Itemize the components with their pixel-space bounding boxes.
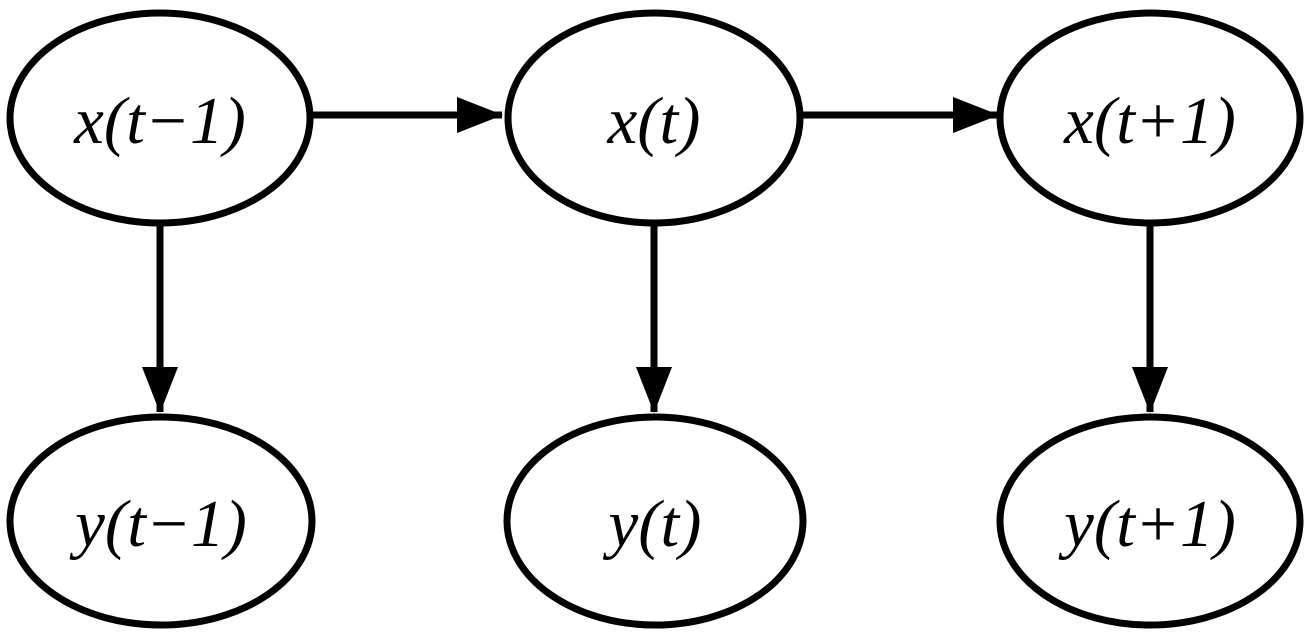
node-y-t-minus-1-label: y(t−1) xyxy=(69,487,247,561)
node-y-t-plus-1-ellipse xyxy=(996,413,1304,629)
node-x-t-label: x(t) xyxy=(607,84,701,158)
node-y-t-minus-1: y(t−1) xyxy=(6,413,316,629)
node-x-t-plus-1-label: x(t+1) xyxy=(1063,84,1236,158)
node-y-t-ellipse xyxy=(503,413,807,629)
node-x-t-plus-1-ellipse xyxy=(996,9,1304,227)
node-y-t-plus-1: y(t+1) xyxy=(996,413,1304,629)
node-x-t-minus-1-ellipse xyxy=(6,9,314,227)
node-x-t-minus-1-label: x(t−1) xyxy=(73,84,246,158)
node-y-t-minus-1-ellipse xyxy=(6,413,316,629)
node-x-t-minus-1: x(t−1) xyxy=(6,9,314,227)
node-x-t: x(t) xyxy=(504,9,804,227)
node-x-t-plus-1: x(t+1) xyxy=(996,9,1304,227)
node-y-t-plus-1-label: y(t+1) xyxy=(1058,487,1236,561)
node-x-t-ellipse xyxy=(504,9,804,227)
node-y-t: y(t) xyxy=(503,413,807,629)
node-y-t-label: y(t) xyxy=(603,487,702,561)
